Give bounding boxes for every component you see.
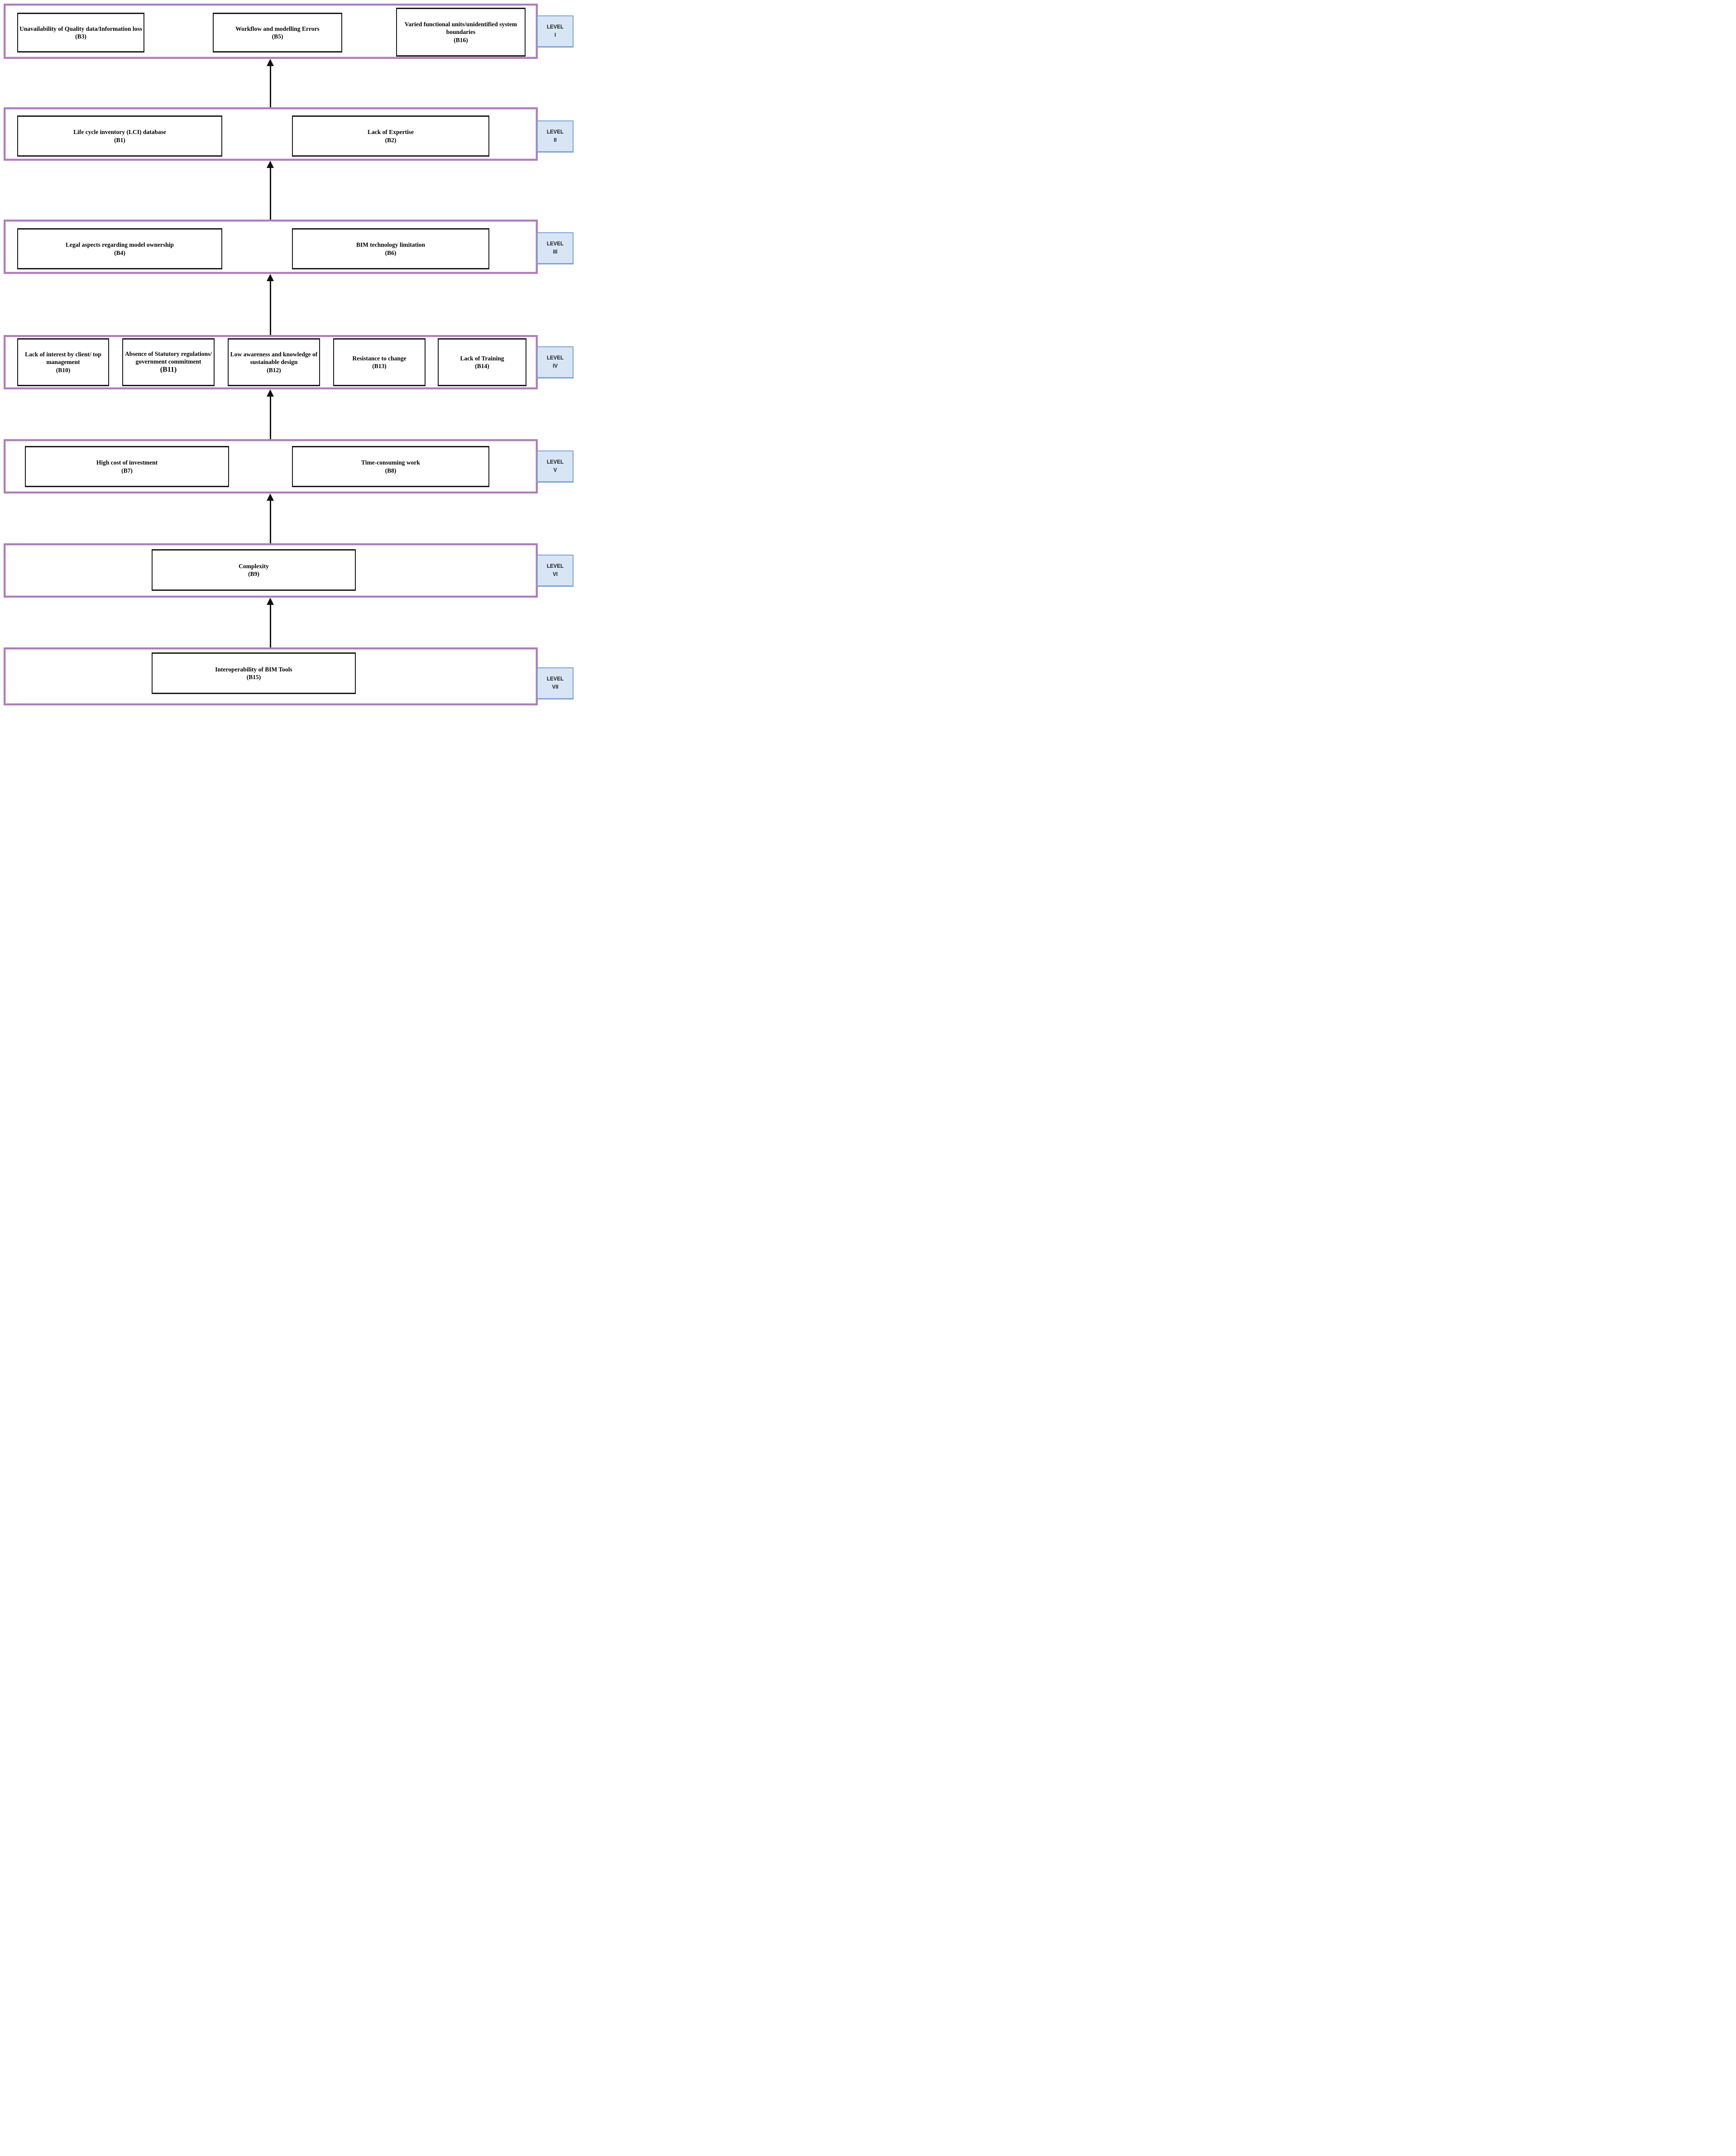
barrier-code: (B16) — [454, 36, 468, 43]
level-tab-6: LEVEL VI — [537, 555, 574, 587]
up-arrow-icon — [267, 493, 274, 544]
level-tab-label: LEVEL — [546, 24, 564, 30]
barrier-text: Workflow and modelling Errors — [235, 25, 320, 32]
barrier-code: (B15) — [246, 674, 261, 680]
barrier-box-b7: High cost of investment (B7) — [25, 446, 229, 487]
barrier-text: Absence of Statutory regulations/ govern… — [124, 350, 212, 365]
barrier-code: (B4) — [114, 249, 125, 256]
arrow-shaft — [269, 65, 271, 108]
barrier-code: (B1) — [114, 136, 125, 144]
arrowhead-icon — [267, 59, 274, 66]
barrier-box-b3: Unavailability of Quality data/Informati… — [17, 13, 144, 53]
barrier-box-b11: Absence of Statutory regulations/ govern… — [122, 338, 215, 386]
level-tab-numeral: III — [553, 249, 558, 255]
barrier-code: (B8) — [385, 467, 397, 474]
up-arrow-icon — [267, 161, 274, 220]
level-tab-label: LEVEL — [546, 459, 564, 465]
arrow-shaft — [269, 500, 271, 544]
barrier-text: BIM technology limitation — [356, 241, 426, 249]
barrier-code: (B6) — [385, 249, 397, 256]
arrowhead-icon — [267, 598, 274, 605]
barrier-code: (B9) — [248, 570, 259, 577]
level-tab-numeral: IV — [553, 364, 558, 369]
barrier-code: (B10) — [56, 366, 71, 374]
barrier-box-b10: Lack of interest by client/ top manageme… — [17, 338, 109, 386]
level-tab-2: LEVEL II — [537, 120, 574, 153]
barrier-code: (B12) — [267, 366, 281, 374]
level-tab-3: LEVEL III — [537, 232, 574, 264]
barrier-box-b1: Life cycle inventory (LCI) database (B1) — [17, 115, 222, 157]
barrier-text: Varied functional units/unidentified sys… — [404, 21, 517, 36]
level-tab-numeral: I — [554, 33, 556, 38]
arrowhead-icon — [267, 161, 274, 168]
barrier-text: Life cycle inventory (LCI) database — [73, 129, 166, 136]
barrier-code: (B13) — [372, 363, 387, 369]
barrier-text: Legal aspects regarding model ownership — [66, 241, 174, 249]
arrowhead-icon — [267, 274, 274, 281]
barrier-box-b4: Legal aspects regarding model ownership … — [17, 228, 222, 269]
barrier-text: Low awareness and knowledge of sustainab… — [230, 351, 318, 366]
barrier-text: Lack of Expertise — [368, 129, 414, 136]
barrier-text: Interoperability of BIM Tools — [215, 666, 292, 673]
ism-level-diagram: Unavailability of Quality data/Informati… — [0, 0, 579, 719]
barrier-text: Time-consuming work — [361, 459, 420, 466]
up-arrow-icon — [267, 389, 274, 440]
barrier-code: (B3) — [75, 33, 86, 40]
barrier-code: (B2) — [385, 136, 397, 144]
up-arrow-icon — [267, 274, 274, 335]
barrier-box-b5: Workflow and modelling Errors (B5) — [213, 13, 342, 53]
arrow-shaft — [269, 167, 271, 220]
level-tab-label: LEVEL — [546, 241, 564, 247]
barrier-code: (B7) — [121, 467, 133, 474]
arrowhead-icon — [267, 389, 274, 397]
barrier-box-b9: Complexity (B9) — [152, 549, 356, 591]
barrier-code: (B14) — [475, 363, 489, 369]
up-arrow-icon — [267, 59, 274, 108]
level-tab-label: LEVEL — [546, 129, 564, 135]
barrier-box-b2: Lack of Expertise (B2) — [292, 115, 489, 157]
barrier-box-b16: Varied functional units/unidentified sys… — [396, 8, 526, 57]
arrow-shaft — [269, 280, 271, 335]
barrier-code: (B5) — [272, 33, 283, 40]
level-tab-numeral: VI — [553, 572, 558, 577]
barrier-box-b13: Resistance to change (B13) — [333, 338, 426, 386]
level-tab-numeral: VII — [552, 685, 559, 690]
level-tab-1: LEVEL I — [537, 15, 574, 48]
barrier-box-b15: Interoperability of BIM Tools (B15) — [152, 652, 356, 694]
barrier-text: Lack of interest by client/ top manageme… — [25, 351, 101, 366]
barrier-box-b12: Low awareness and knowledge of sustainab… — [228, 338, 320, 386]
level-tab-numeral: II — [554, 138, 557, 143]
arrowhead-icon — [267, 493, 274, 501]
level-tab-4: LEVEL IV — [537, 346, 574, 378]
barrier-text: Complexity — [239, 562, 269, 570]
level-tab-7: LEVEL VII — [537, 667, 574, 700]
up-arrow-icon — [267, 598, 274, 648]
level-tab-numeral: V — [553, 468, 557, 473]
level-tab-label: LEVEL — [546, 355, 564, 361]
barrier-text: Unavailability of Quality data/Informati… — [19, 25, 142, 32]
barrier-box-b14: Lack of Training (B14) — [438, 338, 526, 386]
barrier-text: Lack of Training — [460, 355, 504, 362]
level-tab-5: LEVEL V — [537, 450, 574, 483]
barrier-box-b8: Time-consuming work (B8) — [292, 446, 489, 487]
arrow-shaft — [269, 396, 271, 440]
level-tab-label: LEVEL — [546, 563, 564, 569]
barrier-text: Resistance to change — [352, 355, 407, 362]
arrow-shaft — [269, 604, 271, 648]
barrier-box-b6: BIM technology limitation (B6) — [292, 228, 489, 269]
level-tab-label: LEVEL — [546, 676, 564, 682]
barrier-text: High cost of investment — [96, 459, 158, 466]
barrier-code: (B11) — [160, 366, 177, 374]
